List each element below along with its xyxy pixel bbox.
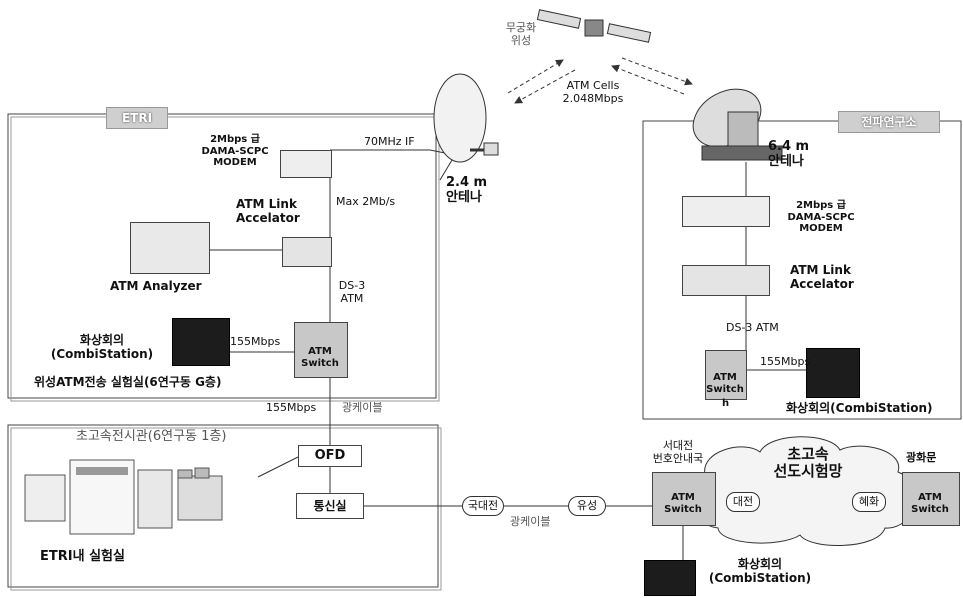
vc-left-label: 화상회의 (CombiStation) <box>50 333 154 361</box>
bottom-box-title: 초고속전시관(6연구동 1층) <box>76 429 227 444</box>
daejeon-node: 국대전 <box>462 496 504 516</box>
vc-bottom-label: 화상회의 (CombiStation) <box>708 557 812 585</box>
daejeon-inner-node: 대전 <box>726 492 760 512</box>
hyehwa-inner-node: 혜화 <box>852 492 886 512</box>
downlink-arrow-left <box>514 69 576 104</box>
etri-building-box-shadow <box>10 116 440 402</box>
antenna-left-label: 2.4 m 안테나 <box>446 175 488 205</box>
ofd-node: OFD <box>298 445 362 467</box>
switch-bottom2-label: ATM Switch <box>911 492 949 515</box>
analyzer-icon <box>130 222 210 274</box>
uplink-arrow-right <box>611 64 685 95</box>
switch-right-label: ATM Switch <box>706 372 744 395</box>
switch-bottom1-label: ATM Switch <box>664 492 702 515</box>
uplink-arrow <box>507 59 564 94</box>
vc-right-label: 화상회의(CombiStation) <box>786 401 933 415</box>
alink-right-label: ATM Link Accelator <box>790 263 854 291</box>
ofd-lab-link <box>257 456 299 478</box>
lab-left-label: 위성ATM전송 실험실(6연구동 G층) <box>34 375 222 389</box>
etri-lab-label: ETRI내 실험실 <box>40 549 125 564</box>
etri-building-box <box>7 113 437 399</box>
rate-155-mid-label: 155Mbps <box>266 401 317 414</box>
alink-left-label: ATM Link Accelator <box>236 197 300 225</box>
ds3-right-label: DS-3 ATM <box>726 321 779 334</box>
dish-left-icon <box>433 73 499 181</box>
antenna-right-label: 6.4 m 안테나 <box>768 139 810 169</box>
rate-155-left-label: 155Mbps <box>230 335 281 348</box>
vc-bottom-monitor-icon <box>644 560 696 596</box>
alink-left-icon <box>282 237 332 267</box>
wired-node: 유성 <box>568 496 606 516</box>
satellite-label: 무궁화 위성 <box>505 21 537 47</box>
analyzer-label: ATM Analyzer <box>110 279 202 293</box>
modem-right-label: 2Mbps 급 DAMA-SCPC MODEM <box>787 200 855 234</box>
dish-right-icon <box>692 88 783 161</box>
max-rate-label: Max 2Mb/s <box>336 195 396 208</box>
vc-right-monitor-icon <box>806 348 860 398</box>
if-label: 70MHz IF <box>364 135 415 148</box>
atm-switch-bottom2-icon <box>902 472 960 526</box>
rate-155-right-label: 155Mbps <box>760 355 811 368</box>
kwanghwa-label: 광화문 <box>906 451 937 464</box>
switch-right-suffix: h <box>722 398 730 409</box>
exhibition-hall-box-shadow <box>10 427 442 591</box>
rri-tag: 전파연구소 <box>838 111 940 133</box>
modem-left-icon <box>280 150 332 178</box>
rri-box <box>642 120 962 420</box>
etri-tag: ETRI <box>106 107 168 129</box>
modem-left-label: 2Mbps 급 DAMA-SCPC MODEM <box>201 134 269 168</box>
etri-lab-picture <box>24 459 223 535</box>
network-title: 초고속 선도시험망 <box>773 445 843 481</box>
atm-cells-label: ATM Cells 2.048Mbps <box>562 79 624 105</box>
comm-room-node: 통신실 <box>296 493 364 519</box>
alink-right-icon <box>682 265 770 296</box>
atm-switch-bottom1-icon <box>652 472 716 526</box>
vc-left-monitor-icon <box>172 318 230 366</box>
downlink-arrow-right <box>621 57 693 86</box>
fiber-mid-label: 광케이블 <box>342 401 383 414</box>
atm-switch-left-icon <box>294 322 348 378</box>
ds3-left-label: DS-3 ATM <box>338 279 366 305</box>
modem-right-icon <box>682 196 770 227</box>
satellite-icon <box>536 9 652 43</box>
sdj-label: 서대전 번호안내국 <box>652 439 704 465</box>
atm-switch-right-icon <box>705 350 747 400</box>
fiber-bottom-label: 광케이블 <box>510 515 551 528</box>
switch-left-label: ATM Switch <box>301 346 339 369</box>
